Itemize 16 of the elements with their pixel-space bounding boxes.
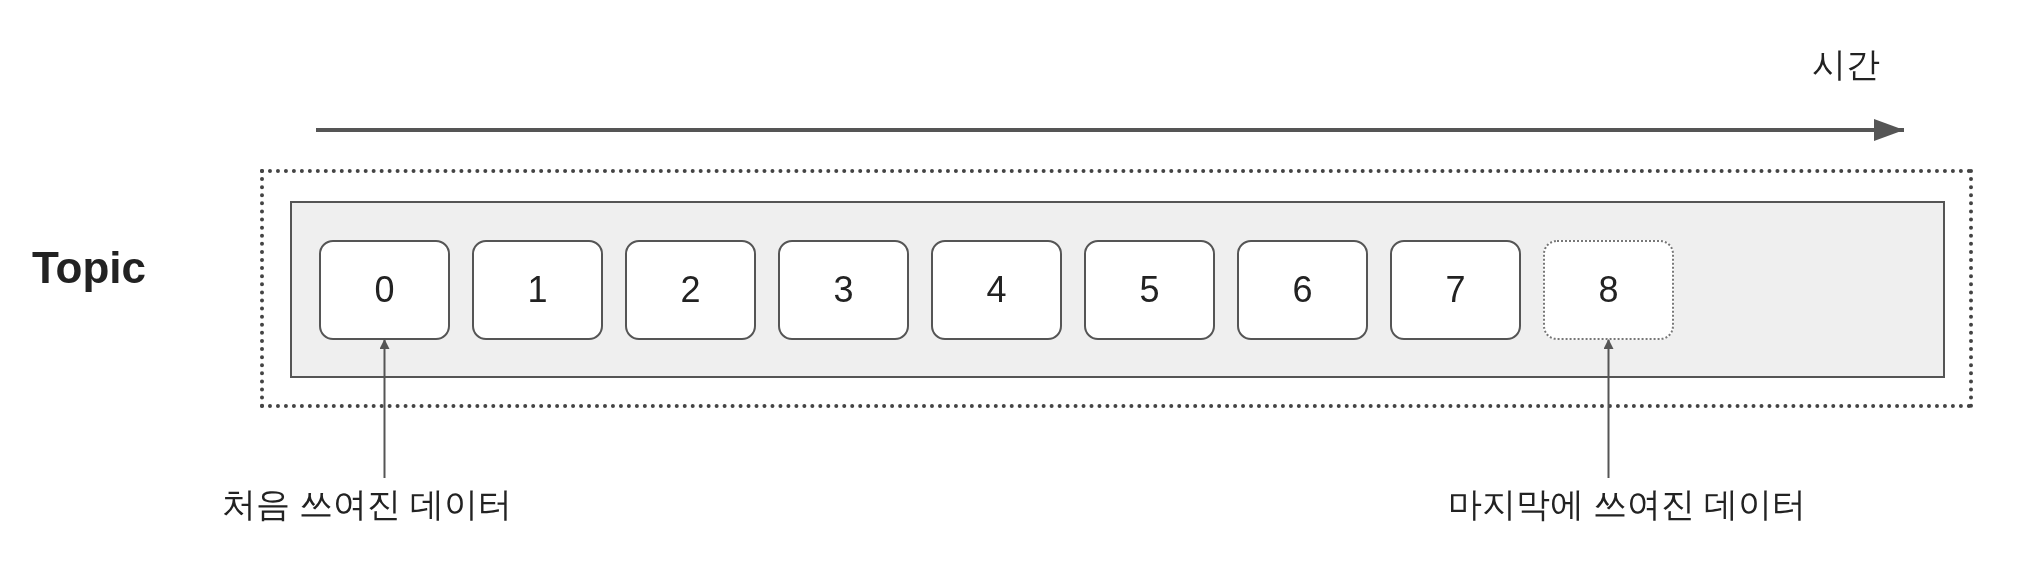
offset-box: 4 xyxy=(931,240,1062,340)
axis-label: 시간 xyxy=(1812,44,1880,85)
leader-line xyxy=(379,339,390,479)
offset-box: 2 xyxy=(625,240,756,340)
offset-box: 5 xyxy=(1084,240,1215,340)
offset-box: 7 xyxy=(1390,240,1521,340)
caption-text: 마지막에 쓰여진 데이터 xyxy=(1447,482,1807,528)
offset-box: 8 xyxy=(1543,240,1674,340)
offset-box: 1 xyxy=(472,240,603,340)
log-bar xyxy=(290,201,1945,378)
offset-box: 0 xyxy=(319,240,450,340)
topic-heading: Topic xyxy=(32,243,147,293)
leader-line xyxy=(1603,339,1614,479)
offset-box: 3 xyxy=(778,240,909,340)
caption-text: 처음 쓰여진 데이터 xyxy=(221,482,513,528)
offset-box: 6 xyxy=(1237,240,1368,340)
